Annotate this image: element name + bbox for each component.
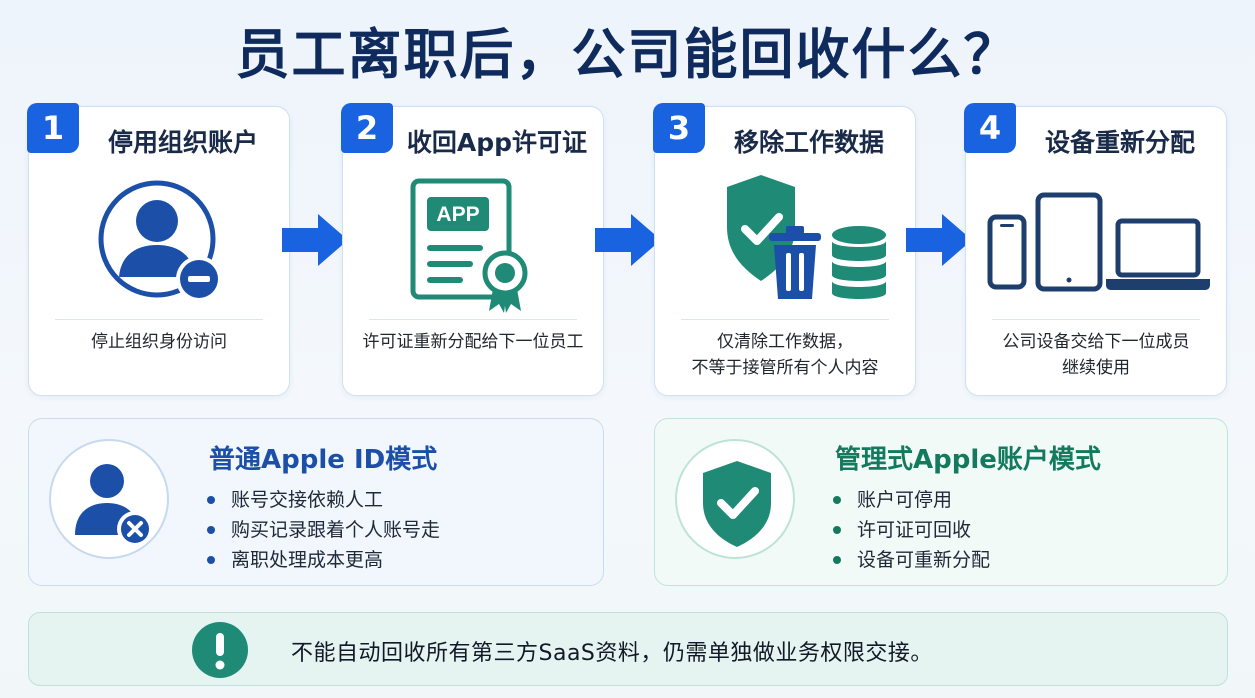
exclamation-icon <box>192 622 248 678</box>
step-card-remove-work-data: 3 移除工作数据 仅清除工作数据， 不等于接管所有个人内容 <box>653 103 916 396</box>
mode-feature-list: 账户可停用 许可证可回收 设备可重新分配 <box>833 485 990 575</box>
step-description-line: 继续使用 <box>1062 358 1130 378</box>
step-description-line: 停止组织身份访问 <box>91 332 227 352</box>
step-description: 停止组织身份访问 <box>37 329 281 355</box>
app-license-icon: APP <box>410 178 528 313</box>
shield-trash-database-icon <box>727 175 886 299</box>
list-item: 账户可停用 <box>833 485 990 515</box>
step-description-line: 许可证重新分配给下一位员工 <box>362 332 584 352</box>
bullet-dot <box>207 526 215 534</box>
list-item-text: 设备可重新分配 <box>857 549 991 571</box>
notice-text: 不能自动回收所有第三方SaaS资料，仍需单独做业务权限交接。 <box>291 641 933 666</box>
mode-card-managed-apple-account: 管理式Apple账户模式 账户可停用 许可证可回收 设备可重新分配 <box>654 418 1228 586</box>
mode-title: 管理式Apple账户模式 <box>835 445 1101 475</box>
user-x-icon-container <box>49 439 169 559</box>
page-title: 员工离职后，公司能回收什么？ <box>235 23 1020 86</box>
divider <box>992 319 1200 320</box>
divider <box>55 319 263 320</box>
mode-title: 普通Apple ID模式 <box>209 445 438 475</box>
step-card-revoke-license: 2 收回App许可证 APP 许可证重新分配给下一位员工 <box>341 103 604 396</box>
user-remove-icon <box>98 180 222 302</box>
list-item: 购买记录跟着个人账号走 <box>207 515 440 545</box>
step-description-line: 不等于接管所有个人内容 <box>691 358 879 378</box>
user-x-icon <box>75 464 153 547</box>
app-badge-label: APP <box>436 203 479 226</box>
shield-check-icon <box>703 461 771 547</box>
step-title: 移除工作数据 <box>733 128 884 157</box>
list-item: 设备可重新分配 <box>833 545 990 575</box>
step-number-badge: 3 <box>653 103 705 153</box>
bullet-dot <box>207 496 215 504</box>
divider <box>369 319 577 320</box>
step-card-deactivate-account: 1 停用组织账户 停止组织身份访问 <box>27 103 290 396</box>
step-description: 许可证重新分配给下一位员工 <box>351 329 595 355</box>
list-item-text: 购买记录跟着个人账号走 <box>231 519 441 541</box>
step-title: 停用组织账户 <box>107 128 258 157</box>
arrow-right-icon <box>906 214 972 266</box>
arrow-right-icon <box>595 214 661 266</box>
list-item: 许可证可回收 <box>833 515 990 545</box>
list-item-text: 离职处理成本更高 <box>231 549 384 571</box>
step-description: 仅清除工作数据， 不等于接管所有个人内容 <box>663 329 907 381</box>
bullet-dot <box>833 556 841 564</box>
list-item-text: 许可证可回收 <box>857 519 972 541</box>
notice-bar: 不能自动回收所有第三方SaaS资料，仍需单独做业务权限交接。 <box>28 612 1228 686</box>
mode-card-personal-apple-id: 普通Apple ID模式 账号交接依赖人工 购买记录跟着个人账号走 离职处理成本… <box>28 418 604 586</box>
shield-check-icon-container <box>675 439 795 559</box>
list-item: 离职处理成本更高 <box>207 545 440 575</box>
step-title: 收回App许可证 <box>406 128 588 157</box>
list-item: 账号交接依赖人工 <box>207 485 440 515</box>
bullet-dot <box>207 556 215 564</box>
list-item-text: 账号交接依赖人工 <box>231 489 384 511</box>
step-title: 设备重新分配 <box>1044 128 1195 157</box>
step-number-badge: 2 <box>341 103 393 153</box>
step-description-line: 公司设备交给下一位成员 <box>1002 332 1190 352</box>
step-description-line: 仅清除工作数据， <box>717 332 853 352</box>
arrow-right-icon <box>282 214 348 266</box>
bullet-dot <box>833 526 841 534</box>
step-card-reassign-devices: 4 设备重新分配 公司设备交给下一位成员 继续使用 <box>964 103 1227 396</box>
divider <box>681 319 889 320</box>
step-description: 公司设备交给下一位成员 继续使用 <box>974 329 1218 381</box>
step-number-badge: 1 <box>27 103 79 153</box>
list-item-text: 账户可停用 <box>857 489 953 511</box>
bullet-dot <box>833 496 841 504</box>
devices-icon <box>987 192 1210 292</box>
mode-feature-list: 账号交接依赖人工 购买记录跟着个人账号走 离职处理成本更高 <box>207 485 440 575</box>
step-number-badge: 4 <box>964 103 1016 153</box>
